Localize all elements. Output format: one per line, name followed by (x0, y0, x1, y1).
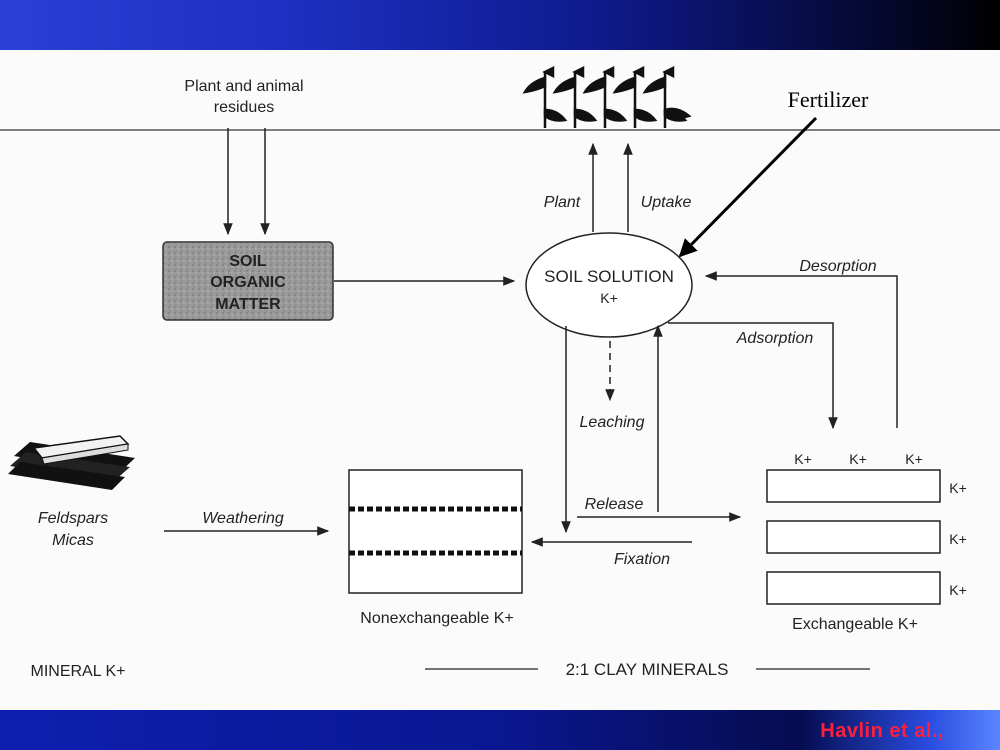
desorption-arrow (704, 271, 898, 428)
mineral-k-label: MINERAL K+ (31, 663, 126, 680)
plant-label: Plant (544, 194, 581, 211)
soil-solution-ellipse (525, 232, 693, 338)
exchangeable-layer-2 (766, 520, 941, 554)
release-label: Release (585, 496, 644, 513)
nonexchangeable-box (348, 469, 523, 594)
adsorption-arrow (668, 322, 838, 430)
title-bar (0, 0, 1000, 50)
mica-icon (8, 435, 135, 490)
desorption-label: Desorption (799, 258, 876, 275)
exchangeable-top-k-3: K+ (905, 451, 923, 467)
soil-solution-k-label: K+ (600, 290, 618, 306)
clay-minerals-label: 2:1 CLAY MINERALS (566, 660, 729, 679)
som-label-line3: MATTER (215, 296, 281, 313)
potassium-cycle-diagram: Plant and animal residues Fertilizer Pla… (0, 50, 1000, 710)
citation-text: Havlin et al., (820, 720, 944, 742)
som-label-line2: ORGANIC (210, 274, 286, 291)
nonexchangeable-label: Nonexchangeable K+ (360, 610, 513, 627)
fertilizer-arrow (678, 116, 818, 258)
residues-label-line1: Plant and animal (184, 78, 303, 95)
exchangeable-label: Exchangeable K+ (792, 616, 918, 633)
fertilizer-label: Fertilizer (788, 87, 869, 112)
exchangeable-layer-3 (766, 571, 941, 605)
adsorption-label: Adsorption (736, 330, 814, 347)
soil-solution-label: SOIL SOLUTION (544, 267, 674, 286)
som-label-line1: SOIL (229, 253, 267, 270)
footer-bar (0, 710, 1000, 750)
exchangeable-top-k-2: K+ (849, 451, 867, 467)
exchangeable-side-k-1: K+ (949, 480, 967, 496)
exchangeable-side-k-2: K+ (949, 531, 967, 547)
exchangeable-top-k-1: K+ (794, 451, 812, 467)
weathering-label: Weathering (202, 510, 284, 527)
uptake-label: Uptake (641, 194, 692, 211)
soil-organic-matter-box (162, 241, 334, 321)
exchangeable-side-k-3: K+ (949, 582, 967, 598)
micas-label: Micas (52, 532, 94, 549)
leaching-label: Leaching (580, 414, 645, 431)
exchangeable-layer-1 (766, 469, 941, 503)
fixation-label: Fixation (614, 551, 670, 568)
feldspars-label: Feldspars (38, 510, 108, 527)
residues-label-line2: residues (214, 99, 274, 116)
plants-icon (522, 65, 692, 128)
